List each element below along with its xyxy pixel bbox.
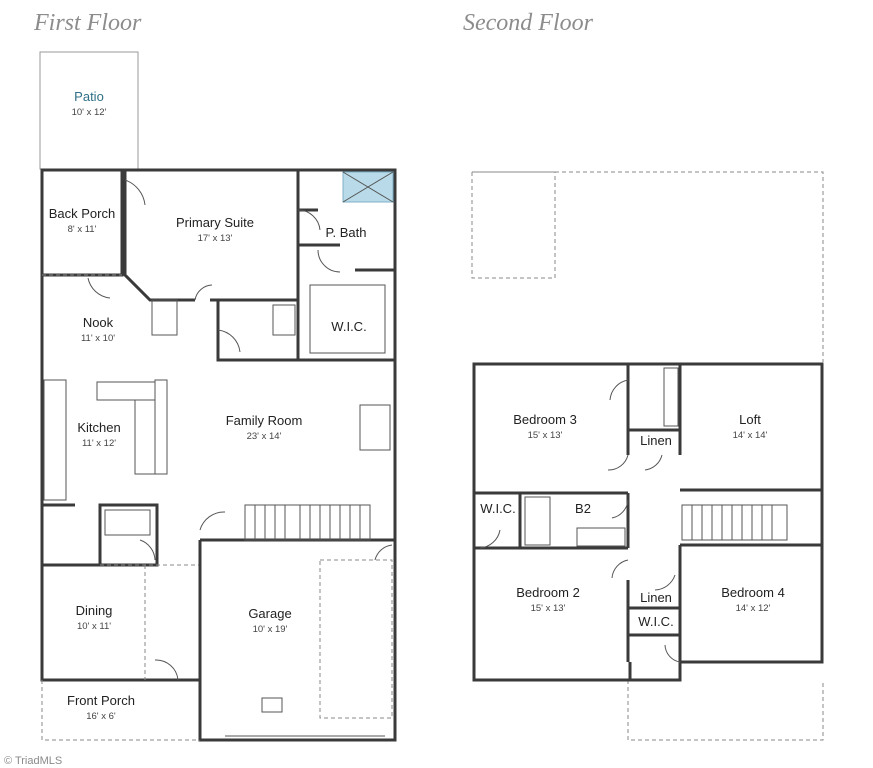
second-floor-door-swings xyxy=(479,379,681,663)
wic-1-label: W.I.C. xyxy=(331,319,366,334)
primary-suite-dim: 17' x 13' xyxy=(198,233,233,244)
patio-dim: 10' x 12' xyxy=(72,107,107,118)
wic-2-label: W.I.C. xyxy=(480,501,515,516)
b2-vanity xyxy=(576,527,626,547)
wic-shelving xyxy=(309,284,386,354)
bedroom2-label: Bedroom 2 xyxy=(516,585,580,600)
second-floor-plan xyxy=(471,171,824,741)
linen-1-label: Linen xyxy=(640,433,672,448)
dining-dim: 10' x 11' xyxy=(77,621,111,632)
front-porch-outline xyxy=(41,680,200,741)
linen-walls xyxy=(628,364,682,455)
garage-parking-outline xyxy=(319,559,393,719)
bedroom4-dim: 14' x 12' xyxy=(736,603,771,614)
second-floor-stairs xyxy=(681,504,788,541)
linen-closet xyxy=(272,304,296,336)
garage-label: Garage xyxy=(248,606,291,621)
dining-dash xyxy=(100,564,200,680)
loft-label: Loft xyxy=(739,412,761,427)
bathtub xyxy=(524,496,551,546)
kitchen-label: Kitchen xyxy=(77,420,120,435)
bedroom3-label: Bedroom 3 xyxy=(513,412,577,427)
family-room-label: Family Room xyxy=(226,413,303,428)
linen-2-label: Linen xyxy=(640,590,672,605)
bedroom2-dim: 15' x 13' xyxy=(531,603,566,614)
closet-row-wall xyxy=(216,300,395,362)
fireplace xyxy=(359,404,391,451)
wic-3-label: W.I.C. xyxy=(638,614,673,629)
nook-label: Nook xyxy=(83,315,114,330)
roof-outline xyxy=(471,171,824,362)
linen-wic-walls xyxy=(626,580,680,662)
front-porch-label: Front Porch xyxy=(67,693,135,708)
second-floor-title: Second Floor xyxy=(463,10,594,36)
back-porch-label: Back Porch xyxy=(49,206,115,221)
primary-suite-wall-left xyxy=(123,170,195,302)
loft-closet xyxy=(663,367,679,427)
dining-label: Dining xyxy=(76,603,113,618)
kitchen-counter xyxy=(43,379,67,501)
family-room-dim: 23' x 14' xyxy=(247,431,282,442)
first-floor-exterior-wall xyxy=(40,168,397,742)
patio-label: Patio xyxy=(74,89,104,104)
back-porch-wall xyxy=(42,170,124,277)
second-floor-exterior-wall xyxy=(472,362,824,682)
garage-drain xyxy=(261,697,283,713)
bath-wall xyxy=(298,243,395,272)
primary-suite-label: Primary Suite xyxy=(176,215,254,230)
first-floor-stairs xyxy=(244,504,371,541)
garage-dim: 10' x 19' xyxy=(253,624,288,635)
first-floor-plan xyxy=(39,51,397,742)
shower-drain xyxy=(342,171,394,203)
kitchen-island xyxy=(134,399,156,475)
b2-label: B2 xyxy=(575,501,591,516)
bedroom4-label: Bedroom 4 xyxy=(721,585,785,600)
first-floor-title: First Floor xyxy=(33,10,142,36)
bedroom4-walls xyxy=(678,543,822,662)
back-porch-dim: 8' x 11' xyxy=(68,224,97,235)
watermark: © TriadMLS xyxy=(4,755,62,767)
kitchen-upper-counter xyxy=(96,381,156,401)
second-floor-labels: Bedroom 3 15' x 13' Loft 14' x 14' Linen… xyxy=(480,412,784,629)
hall-closet xyxy=(151,299,178,336)
porch-roof-outline xyxy=(627,680,824,741)
kitchen-bar xyxy=(154,379,168,475)
first-floor-labels: Patio 10' x 12' Back Porch 8' x 11' Prim… xyxy=(49,89,367,722)
bedroom3-dim: 15' x 13' xyxy=(528,430,563,441)
front-porch-dim: 16' x 6' xyxy=(86,711,116,722)
loft-dim: 14' x 14' xyxy=(733,430,768,441)
nook-dim: 11' x 10' xyxy=(81,333,115,344)
door-swings xyxy=(87,179,393,681)
powder-vanity xyxy=(104,509,151,536)
kitchen-dim: 11' x 12' xyxy=(82,438,116,449)
p-bath-label: P. Bath xyxy=(326,225,367,240)
